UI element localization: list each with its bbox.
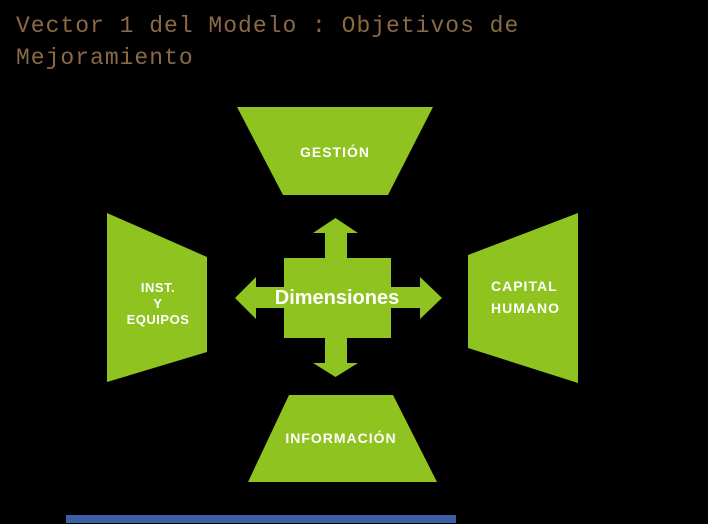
slide-title: Vector 1 del Modelo : Objetivos de Mejor…: [16, 10, 656, 74]
node-gestion-shape: [237, 107, 433, 195]
left-arrow-head: [235, 277, 256, 319]
slide-title-line-1: Vector 1 del Modelo : Objetivos de: [16, 13, 520, 39]
node-informacion-shape: [248, 395, 437, 482]
up-arrow-shaft: [325, 230, 347, 260]
slide-title-line-2: Mejoramiento: [16, 45, 194, 71]
node-capital-humano-label-line-2: HUMANO: [491, 300, 560, 316]
right-arrow-shaft: [389, 287, 421, 308]
center-square: [284, 258, 391, 338]
dimensions-cross: [235, 218, 442, 377]
node-informacion-label: INFORMACIÓN: [285, 429, 396, 446]
node-inst-equipos-label-line-2: Y: [153, 296, 162, 311]
node-capital-humano-label-line-1: CAPITAL: [491, 278, 558, 294]
node-capital-humano-shape: [468, 213, 578, 383]
node-inst-equipos-shape: [107, 213, 207, 382]
up-arrow-head: [313, 218, 358, 233]
left-arrow-shaft: [255, 287, 285, 308]
node-gestion-label: GESTIÓN: [300, 143, 370, 160]
right-arrow-head: [420, 277, 442, 319]
footer-accent-bar: [66, 515, 456, 523]
node-inst-equipos-label-line-1: INST.: [141, 280, 175, 295]
down-arrow-shaft: [325, 336, 347, 364]
center-square-label: Dimensiones: [275, 287, 399, 309]
node-inst-equipos-label-line-3: EQUIPOS: [127, 312, 190, 327]
down-arrow-head: [313, 363, 358, 377]
